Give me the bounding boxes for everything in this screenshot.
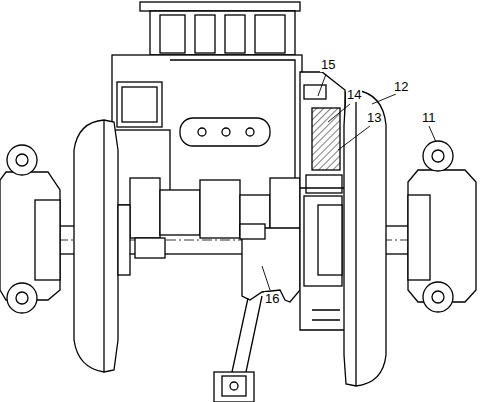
callout-number: 12 (393, 80, 409, 94)
callout-number: 14 (346, 88, 362, 102)
callout-number: 15 (320, 58, 336, 72)
right-axle-box (408, 141, 476, 312)
gearbox (300, 72, 345, 330)
left-axle-box (0, 145, 60, 313)
right-wheel (344, 90, 386, 386)
leader-lines (262, 74, 436, 290)
reaction-arm (214, 224, 300, 402)
left-wheel (74, 120, 130, 372)
frame (112, 2, 302, 205)
callout-number: 13 (366, 111, 382, 125)
callout-number: 11 (421, 111, 437, 125)
callout-number: 16 (264, 292, 280, 306)
